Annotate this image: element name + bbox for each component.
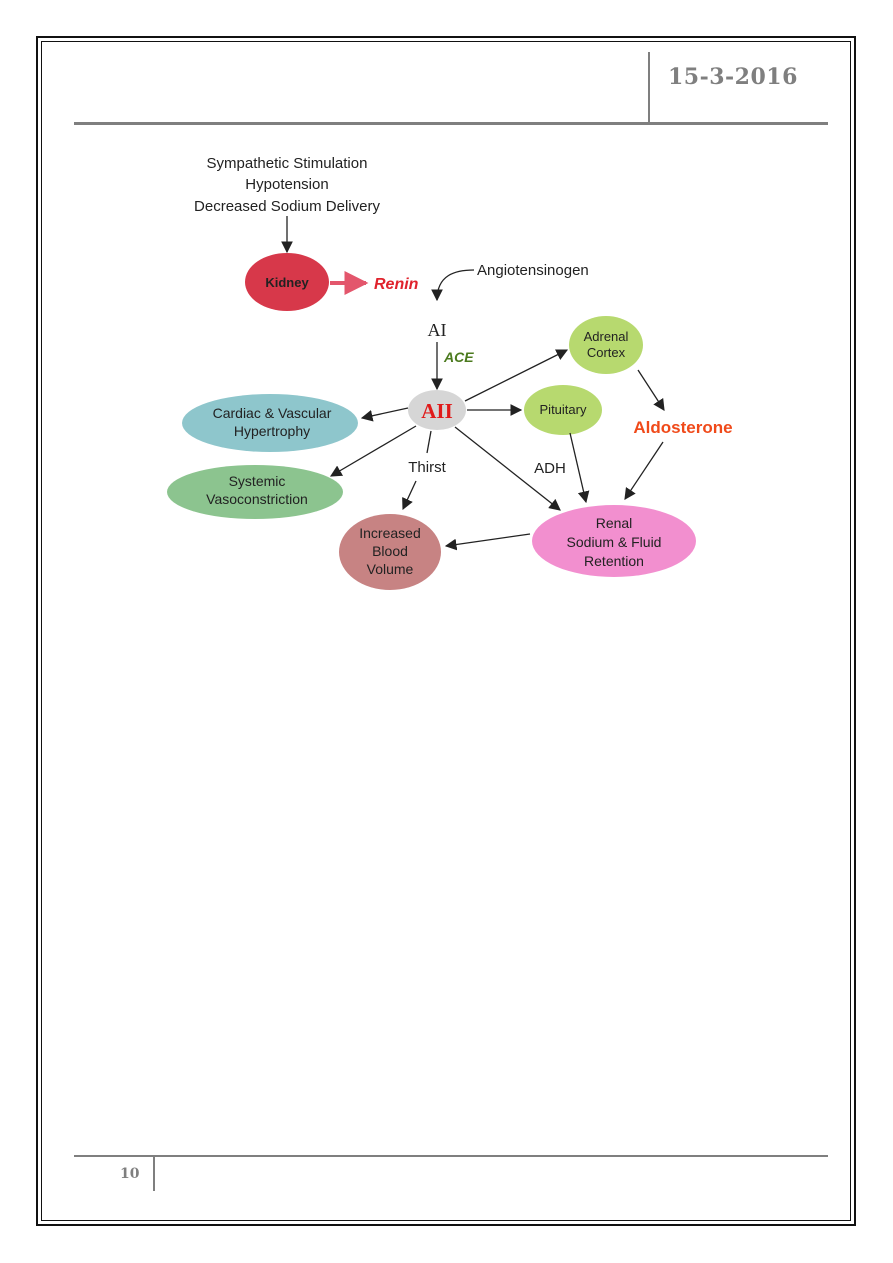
renal-sodium-fluid-retention-node (532, 505, 696, 577)
systemic-label-line1: Systemic (229, 473, 286, 489)
pituitary-label: Pituitary (540, 402, 587, 417)
arrow-aldosterone-to-renal (624, 441, 664, 500)
trigger-hypotension: Hypotension (245, 176, 328, 193)
adrenal-cortex-node (569, 316, 643, 374)
aldosterone-label: Aldosterone (633, 418, 732, 437)
arrow-renal-to-blood-volume (444, 533, 531, 551)
renal-label-line1: Renal (596, 515, 633, 531)
renal-label-line3: Retention (584, 553, 644, 569)
renal-label-line2: Sodium & Fluid (567, 534, 662, 550)
arrow-angiotensinogen-to-ai (431, 269, 475, 302)
page-number: 10 (120, 1166, 140, 1182)
angiotensinogen-label: Angiotensinogen (477, 262, 589, 279)
blood-volume-label-line1: Increased (359, 525, 420, 541)
arrow-aii-to-systemic (329, 425, 417, 477)
adrenal-cortex-label-line2: Cortex (587, 345, 626, 360)
trigger-decreased-sodium-delivery: Decreased Sodium Delivery (194, 198, 380, 215)
arrow-pituitary-to-renal (569, 432, 590, 504)
adh-label: ADH (534, 460, 566, 477)
cardiac-label-line1: Cardiac & Vascular (213, 405, 332, 421)
line-aii-to-thirst (426, 430, 432, 454)
header-divider (648, 52, 650, 124)
trigger-sympathetic-stimulation: Sympathetic Stimulation (207, 155, 368, 172)
arrow-aii-to-adrenal-cortex (464, 349, 569, 402)
footer-divider (153, 1157, 155, 1191)
systemic-vasoconstriction-node (167, 465, 343, 519)
header-rule (74, 122, 828, 125)
ai-label: AI (428, 320, 447, 340)
arrow-thirst-to-blood-volume (402, 480, 417, 511)
arrow-aii-to-cardiac (360, 407, 409, 422)
cardiac-vascular-hypertrophy-node (182, 394, 358, 452)
arrow-adrenal-to-aldosterone (637, 369, 665, 411)
header-date: 15-3-2016 (668, 64, 798, 90)
page-border-outer (36, 36, 856, 1226)
pituitary-node (524, 385, 602, 435)
blood-volume-label-line2: Blood (372, 543, 408, 559)
page-border-inner (41, 41, 851, 1221)
blood-volume-label-line3: Volume (367, 561, 414, 577)
footer-rule (74, 1155, 828, 1157)
aii-label: AII (421, 399, 453, 423)
cardiac-label-line2: Hypertrophy (234, 423, 310, 439)
systemic-label-line2: Vasoconstriction (206, 491, 308, 507)
adrenal-cortex-label-line1: Adrenal (584, 329, 629, 344)
ace-label: ACE (443, 349, 474, 365)
arrow-aii-to-renal (454, 426, 561, 511)
renin-label: Renin (374, 276, 419, 293)
kidney-label: Kidney (265, 275, 309, 290)
increased-blood-volume-node (339, 514, 441, 590)
kidney-node (245, 253, 329, 311)
thirst-label: Thirst (408, 459, 446, 476)
aii-node (408, 390, 466, 430)
